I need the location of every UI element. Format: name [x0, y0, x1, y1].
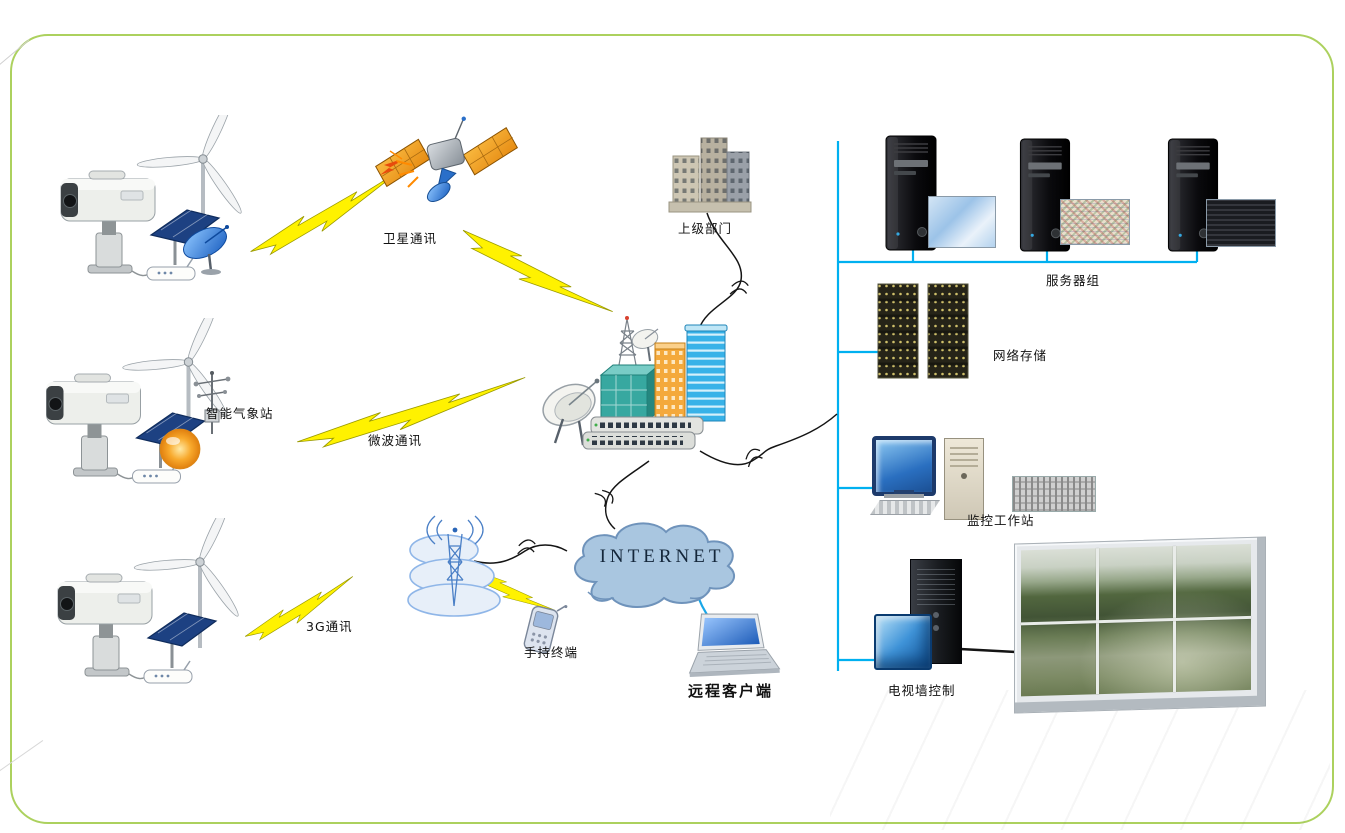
monitor-base	[884, 494, 924, 498]
wireless-tower	[407, 515, 501, 617]
signal-flare	[389, 150, 419, 188]
monitoring-workstation	[870, 430, 1100, 530]
large-dish	[542, 378, 600, 446]
small-dish	[631, 328, 659, 362]
label-superior-department: 上级部门	[678, 221, 733, 236]
handheld-terminal	[523, 605, 568, 654]
server-screenshot-map-color	[1060, 199, 1130, 245]
tv-grid-line	[1021, 615, 1251, 625]
satellite	[375, 116, 519, 202]
label-remote-client: 远程客户端	[688, 682, 774, 700]
crt-monitor	[872, 436, 936, 496]
network-switches	[582, 416, 704, 450]
network-storage-rack	[877, 283, 969, 379]
weather-mast	[193, 371, 231, 434]
label-server-group: 服务器组	[1046, 273, 1101, 288]
power-button	[961, 473, 967, 479]
internet-cloud	[573, 522, 735, 608]
cabinet-dial	[933, 612, 939, 618]
blue-building	[684, 324, 728, 422]
controller-wall-link	[959, 647, 1017, 654]
control-monitor	[874, 614, 932, 670]
satellite-dish-small	[183, 225, 229, 275]
label-monitoring-workstation: 监控工作站	[967, 513, 1035, 528]
cyan-backbone	[836, 141, 1199, 671]
cabinet-dial	[933, 625, 939, 631]
label-network-storage: 网络存储	[993, 348, 1048, 363]
tv-wall	[1014, 536, 1266, 714]
server-screenshot-map-blue	[928, 196, 996, 248]
control-center-hub	[542, 316, 728, 450]
black-curve-links	[473, 212, 1017, 654]
label-tv-wall-control: 电视墙控制	[888, 683, 956, 698]
diagram-border	[10, 34, 1334, 824]
remote-client-laptop	[688, 613, 781, 678]
lattice-mast	[426, 515, 484, 607]
camera-station-3	[52, 518, 262, 698]
orange-building	[654, 342, 686, 422]
label-weather-station: 智能气象站	[206, 406, 274, 421]
tv-wall-photo	[1021, 543, 1251, 697]
drive-slots	[950, 445, 978, 467]
cabinet-vents	[917, 565, 955, 605]
teal-building	[599, 363, 661, 423]
break-marks	[517, 280, 763, 555]
monitor-stand	[894, 490, 914, 495]
camera-station-2	[38, 318, 253, 498]
keyboard-photo	[1012, 476, 1096, 512]
flare-bolt	[380, 161, 398, 175]
antenna-tower	[618, 316, 637, 366]
label-satellite-comm: 卫星通讯	[383, 231, 438, 246]
sun-sphere	[159, 428, 201, 470]
internet-label: INTERNET	[599, 546, 725, 567]
pc-tower	[944, 438, 984, 520]
keyboard	[870, 500, 940, 515]
superior-department-buildings	[668, 137, 752, 213]
label-microwave-comm: 微波通讯	[368, 433, 423, 448]
label-handheld-terminal: 手持终端	[524, 645, 579, 660]
server-screenshot-hardware	[1206, 199, 1276, 247]
label-3g-comm: 3G通讯	[306, 619, 353, 634]
camera-station-1	[55, 115, 265, 295]
